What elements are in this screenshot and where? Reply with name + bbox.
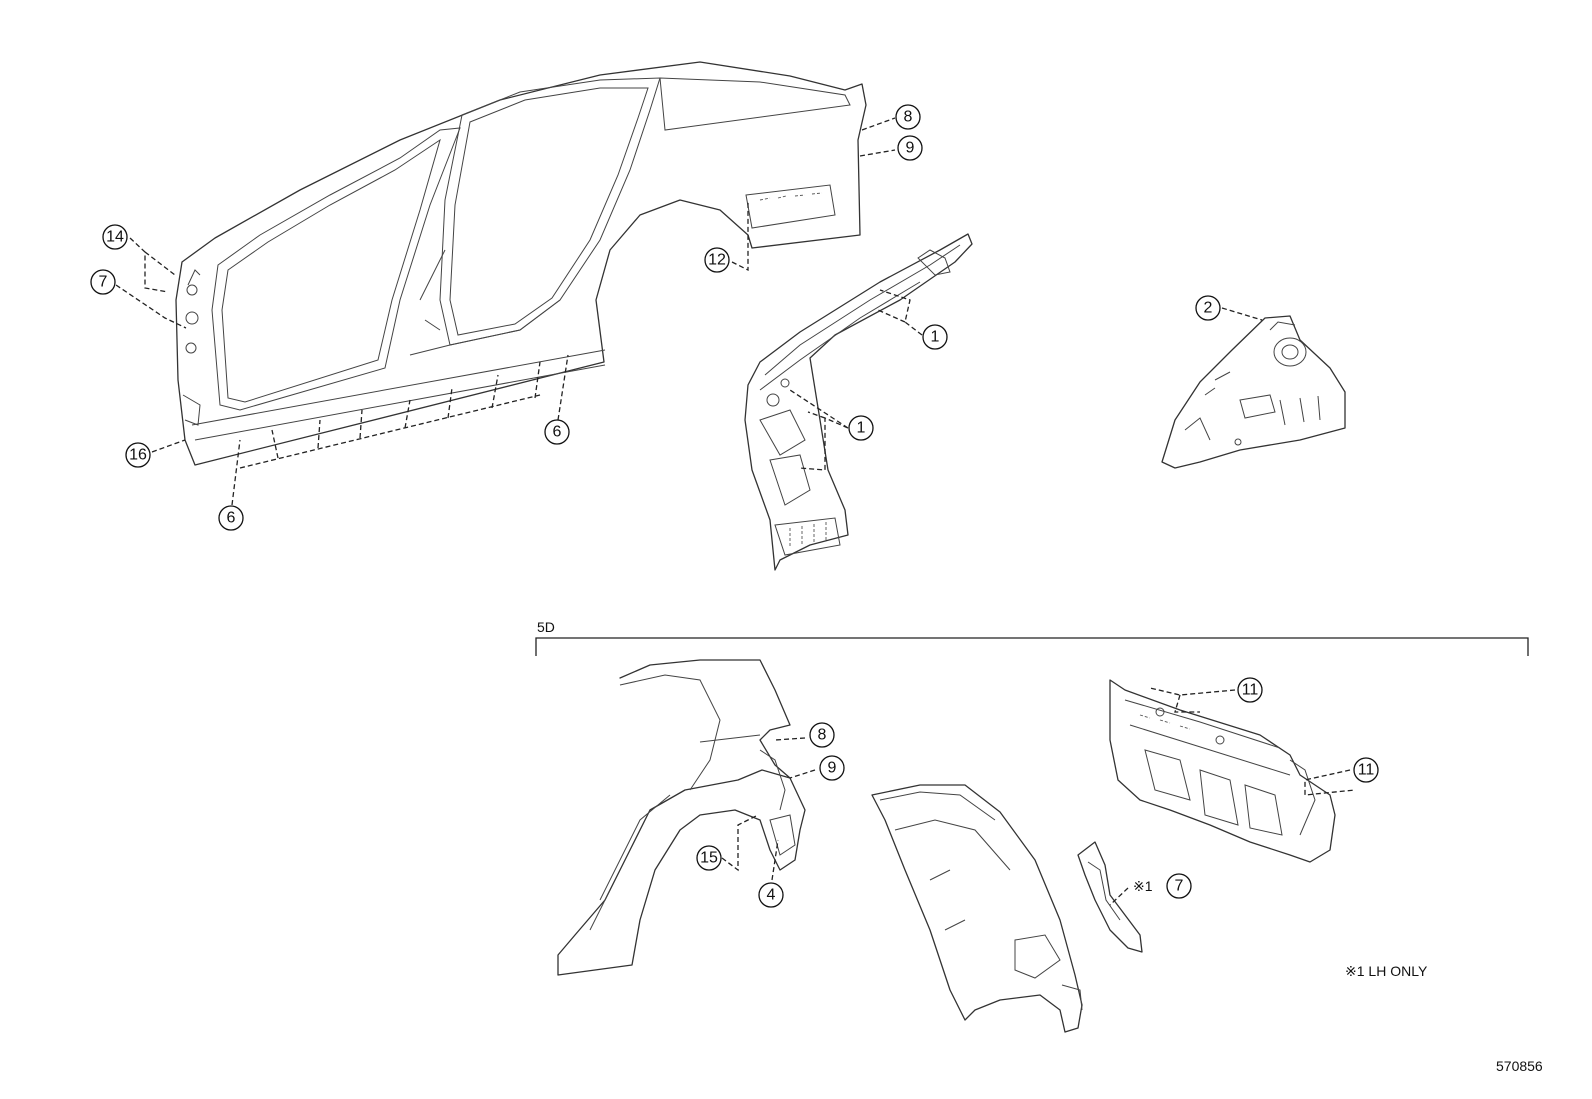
callout-11-lower: 11: [1353, 757, 1379, 783]
callout-label: 8: [904, 109, 913, 126]
small-bracket-lh: [1077, 841, 1143, 953]
callout-label: 9: [828, 760, 837, 777]
quarter-panel-5d: [557, 659, 806, 976]
callout-14: 14: [102, 224, 128, 250]
leader-lines: [115, 117, 1356, 906]
callout-7-left: 7: [90, 269, 116, 295]
callout-label: 16: [129, 447, 147, 464]
callout-label: 1: [931, 329, 940, 346]
callout-label: 4: [767, 887, 776, 904]
callout-12: 12: [704, 247, 730, 273]
callout-label: 12: [708, 252, 726, 269]
side-body-outer-panel: [175, 61, 867, 466]
callout-9-top: 9: [897, 135, 923, 161]
rear-fender-5d: [871, 784, 1083, 1033]
lh-prefix: ※1: [1133, 878, 1153, 894]
callout-11-upper: 11: [1237, 677, 1263, 703]
callout-8-top: 8: [895, 104, 921, 130]
center-pillar-reinforcement: [744, 233, 973, 571]
section-label: 5D: [537, 619, 555, 635]
callout-1-upper: 1: [922, 324, 948, 350]
callout-label: 15: [700, 850, 718, 867]
callout-6-right: 6: [544, 419, 570, 445]
callout-9-lower: 9: [819, 755, 845, 781]
figure-id: 570856: [1496, 1058, 1543, 1074]
callout-15: 15: [696, 845, 722, 871]
back-panel-5d: [1109, 679, 1336, 863]
callout-label: 9: [906, 140, 915, 157]
callout-4: 4: [758, 882, 784, 908]
callout-7-lh: ※1 7: [1133, 873, 1192, 899]
callout-8-lower: 8: [809, 722, 835, 748]
callout-label: 7: [1175, 878, 1184, 895]
quarter-wheel-housing: [1161, 315, 1346, 469]
callout-label: 6: [227, 510, 236, 527]
callout-2: 2: [1195, 295, 1221, 321]
callout-label: 11: [1358, 762, 1375, 779]
callout-1-lower: 1: [848, 415, 874, 441]
callout-label: 2: [1204, 300, 1213, 317]
section-bracket-5d: [535, 637, 1529, 656]
callout-label: 14: [106, 229, 124, 246]
callout-label: 1: [857, 420, 866, 437]
callout-6-bottom: 6: [218, 505, 244, 531]
callout-label: 11: [1242, 682, 1259, 699]
callout-label: 8: [818, 727, 827, 744]
callout-label: 6: [553, 424, 562, 441]
callout-16: 16: [125, 442, 151, 468]
callout-label: 7: [99, 274, 108, 291]
footnote: ※1 LH ONLY: [1345, 963, 1428, 979]
